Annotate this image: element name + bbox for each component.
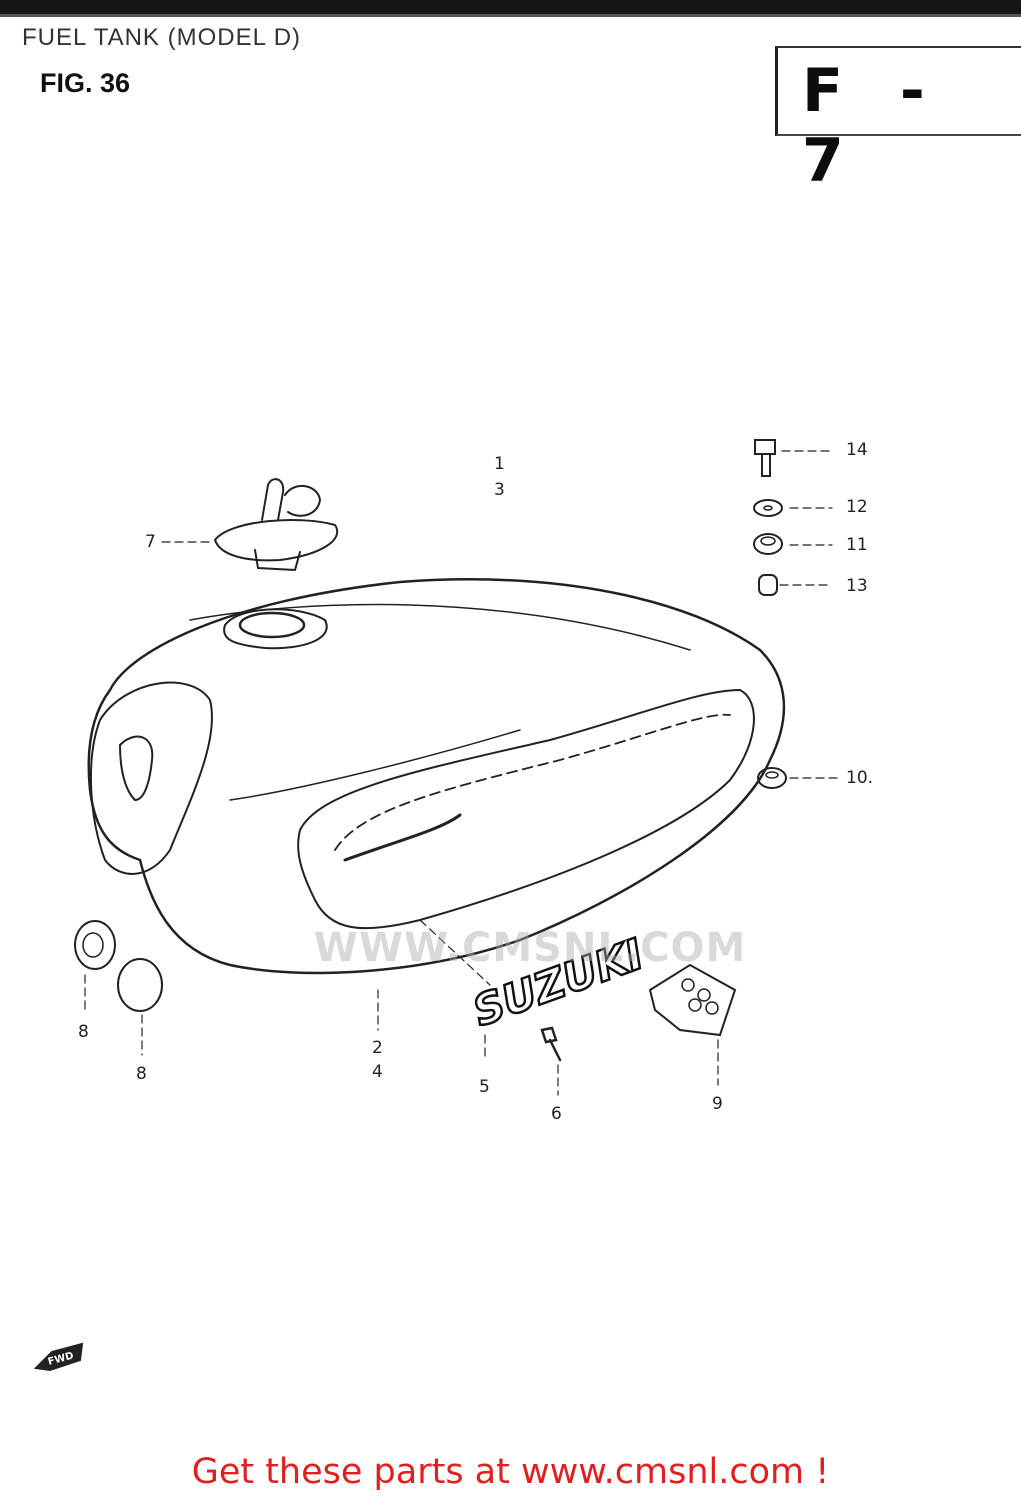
cushion-8b	[117, 958, 163, 1012]
callout-8a: 8	[78, 1022, 89, 1042]
callout-12: 12	[846, 497, 868, 517]
filler-neck	[223, 608, 328, 650]
section-code-box: F - 7	[775, 46, 1021, 196]
callout-9: 9	[712, 1094, 723, 1114]
figure-label: FIG. 36	[40, 68, 131, 98]
cushion-8a	[74, 920, 116, 970]
page-title: FUEL TANK (MODEL D)	[22, 24, 302, 51]
callout-5: 5	[479, 1077, 490, 1097]
fuel-tank-body	[87, 578, 786, 975]
tank-knee-recess	[89, 681, 213, 875]
callout-7: 7	[145, 532, 156, 552]
spacer-13	[758, 574, 778, 596]
callout-11: 11	[846, 535, 868, 555]
washer-12	[753, 499, 783, 517]
callout-14: 14	[846, 440, 868, 460]
tank-side-panel	[297, 688, 755, 930]
screw-6	[540, 1026, 562, 1062]
callout-8b: 8	[136, 1064, 147, 1084]
cmsnl-parts-link[interactable]: Get these parts at www.cmsnl.com !	[191, 1452, 830, 1492]
callout-6: 6	[551, 1104, 562, 1124]
fwd-arrow	[33, 1342, 84, 1372]
grommet-11	[753, 533, 783, 555]
cushion-block-9	[648, 963, 737, 1037]
cushion-10	[757, 767, 787, 789]
callout-4: 4	[372, 1062, 383, 1082]
top-border-rule	[0, 0, 1021, 17]
callout-10: 10.	[846, 768, 874, 788]
bolt-14	[754, 439, 776, 455]
watermark: WWW.CMSNL.COM	[313, 925, 747, 971]
callout-2: 2	[372, 1038, 383, 1058]
callout-13: 13	[846, 576, 868, 596]
callout-1: 1	[494, 454, 505, 474]
callout-3: 3	[494, 480, 505, 500]
section-code: F - 7	[802, 56, 943, 196]
footer-link-container: Get these parts at www.cmsnl.com !	[0, 1452, 1021, 1492]
fuel-cap	[213, 519, 338, 562]
